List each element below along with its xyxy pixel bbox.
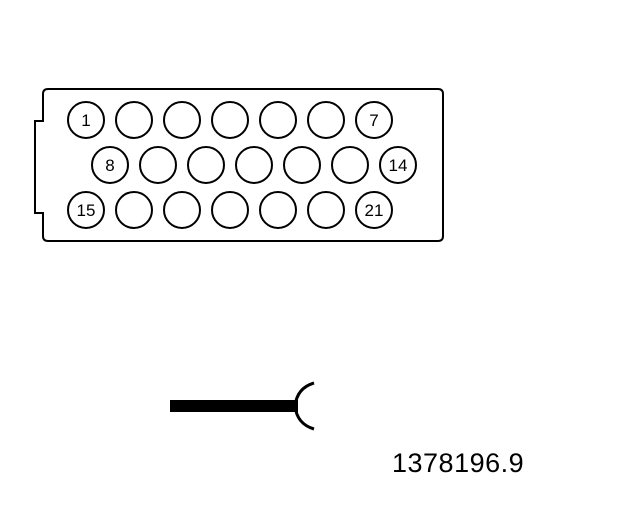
pin-cavity <box>379 146 417 184</box>
pin-cavity <box>355 101 393 139</box>
pin-cavity <box>307 191 345 229</box>
pin-number-label: 14 <box>389 156 408 175</box>
reference-number: 1378196.9 <box>392 448 525 478</box>
pin-cavity <box>307 101 345 139</box>
pin-cavity <box>259 191 297 229</box>
pin-cavity <box>115 191 153 229</box>
pin-number-label: 15 <box>77 201 96 220</box>
connector-housing <box>34 88 444 242</box>
pin-cavity <box>67 101 105 139</box>
pin-cavity <box>67 191 105 229</box>
pin-cavity <box>211 191 249 229</box>
pin-cavity <box>235 146 273 184</box>
pin-cavity <box>187 146 225 184</box>
pin-number-label: 7 <box>369 111 378 130</box>
pin-cavity <box>91 146 129 184</box>
pin-cavity <box>139 146 177 184</box>
pin-number-label: 1 <box>81 111 90 130</box>
pin-cavity <box>259 101 297 139</box>
pin-group: 1 7 8 14 15 21 <box>67 101 417 229</box>
pin-cavity <box>355 191 393 229</box>
pin-cavity <box>163 101 201 139</box>
pin-number-label: 8 <box>105 156 114 175</box>
pin-cavity <box>163 191 201 229</box>
pin-cavity <box>283 146 321 184</box>
pin-cavity <box>331 146 369 184</box>
pin-cavity <box>115 101 153 139</box>
pin-cavity <box>211 101 249 139</box>
wire-lead <box>170 400 298 412</box>
terminal-cup <box>293 381 315 431</box>
pin-number-label: 21 <box>365 201 384 220</box>
